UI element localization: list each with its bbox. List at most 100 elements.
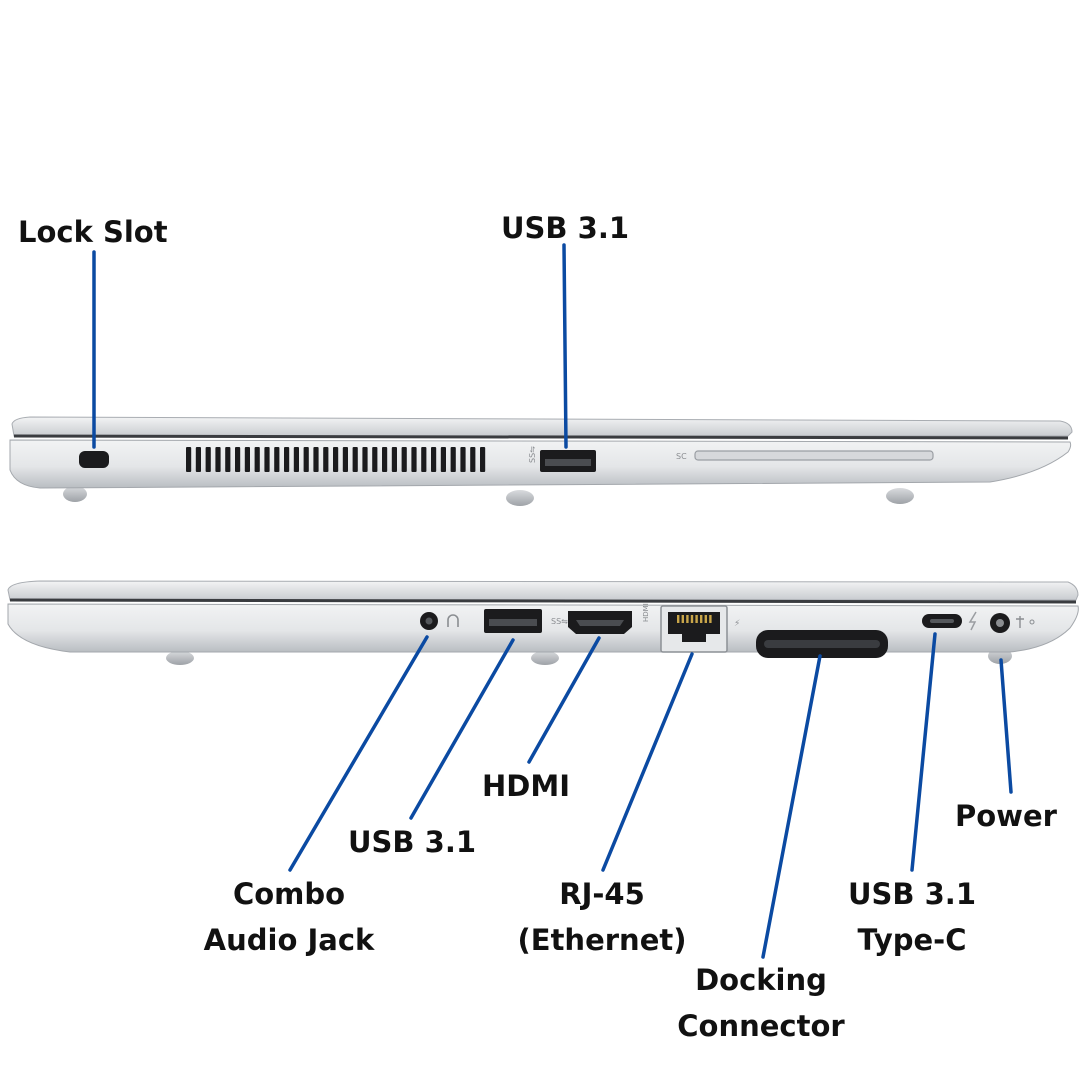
vent-slot [235,447,241,472]
rubber-foot [166,651,194,665]
vent-slot [254,447,260,472]
label-text: HDMI [482,769,570,803]
label-text: USB 3.1 [501,211,630,245]
leader-line-power [999,658,1013,794]
vent-slot [470,447,476,472]
vent-slot [342,447,348,472]
rj45-pin [704,615,707,623]
usb-logo-icon: SS⇋ [528,446,537,463]
vent-slot [215,447,221,472]
vent-slot [313,447,319,472]
label-docking: Docking Connector [672,957,850,1049]
label-lock-slot: Lock Slot [18,209,168,255]
vent-slot [264,447,270,472]
vent-slot [401,447,407,472]
leader-lines [92,243,1013,959]
vent-slot [460,447,466,472]
label-text: RJ-45 [559,877,645,911]
leader-line-usb-right [409,638,515,820]
leader-line-docking [761,654,822,959]
vent-slot [431,447,437,472]
rj45-pin [709,615,712,623]
leader-line-hdmi [527,636,601,764]
vent-slot [225,447,231,472]
label-power: Power [955,793,1057,839]
lid-seam [13,434,1069,440]
vent-slot [284,447,290,472]
smart-card-slot [694,450,934,461]
rj45-pin [686,615,689,623]
label-usb-right: USB 3.1 [348,819,476,865]
docking-connector-inner [764,640,880,648]
usb-logo-icon: SS⇋ [551,617,568,626]
label-text: Power [955,799,1057,833]
power-pin [996,619,1004,627]
label-text: Audio Jack [203,923,375,957]
label-text: USB 3.1 [348,825,477,859]
usb-c-tongue [930,619,954,623]
thunderbolt-icon [968,611,977,631]
label-text: Lock Slot [18,215,168,249]
vent-slot [323,447,329,472]
rubber-foot [886,488,914,504]
label-text: Combo [232,877,346,911]
label-text: USB 3.1 [847,877,976,911]
label-rj45: RJ-45 (Ethernet) [515,871,689,963]
vent-slot [480,447,486,472]
leader-line-usb-left [562,243,568,449]
power-plug-icon [1016,616,1024,628]
rubber-foot [63,486,87,502]
label-audio-jack: Combo Audio Jack [198,871,380,963]
vent-slot [391,447,397,472]
rubber-foot [506,490,534,506]
rj45-pin [677,615,680,623]
vent-slot [440,447,446,472]
vent-slot [362,447,368,472]
leader-line-audio-jack [288,635,429,872]
rj45-pin [681,615,684,623]
vent-slot [205,447,211,472]
rj45-contacts [677,615,712,623]
rubber-foot [531,651,559,665]
laptop-left-side: SS⇋ SC [9,416,1073,506]
base-chassis [7,603,1079,653]
leader-line-usb-c [910,632,937,872]
vent-slot [411,447,417,472]
lid-edge [11,416,1073,437]
label-usb-c: USB 3.1 Type-C [846,871,978,963]
audio-jack-hole [425,617,433,625]
label-text: Connector [677,1009,845,1043]
rj45-pin [700,615,703,623]
rj45-pin [690,615,694,623]
vent-slot [303,447,309,472]
network-icon: ⚡ [734,619,740,629]
laptop-right-side: SS⇋ HDMI ⚡ [7,580,1079,665]
vent-slot [293,447,299,472]
lid-edge [7,580,1079,601]
vent-slot [382,447,388,472]
vent-slot [352,447,358,472]
usb-a-tongue [545,459,591,466]
headphone-icon [447,614,459,627]
lock-slot-port [79,451,109,468]
rj45-pin [695,615,698,623]
vent-slot [274,447,280,472]
smart-card-marking: SC [676,452,687,461]
lid-seam [9,598,1077,604]
vent-slot [195,447,201,472]
hdmi-tongue [576,620,624,626]
label-hdmi: HDMI [482,763,570,809]
vent-slot [244,447,250,472]
power-led-icon [1029,619,1035,625]
vent-slot [421,447,427,472]
label-text: Type-C [857,923,967,957]
vent-grille [186,447,486,472]
leader-line-rj45 [601,652,694,872]
label-usb-left: USB 3.1 [501,205,629,251]
hdmi-logo-icon: HDMI [642,603,650,622]
vent-slot [186,447,192,472]
vent-slot [450,447,456,472]
vent-slot [372,447,378,472]
